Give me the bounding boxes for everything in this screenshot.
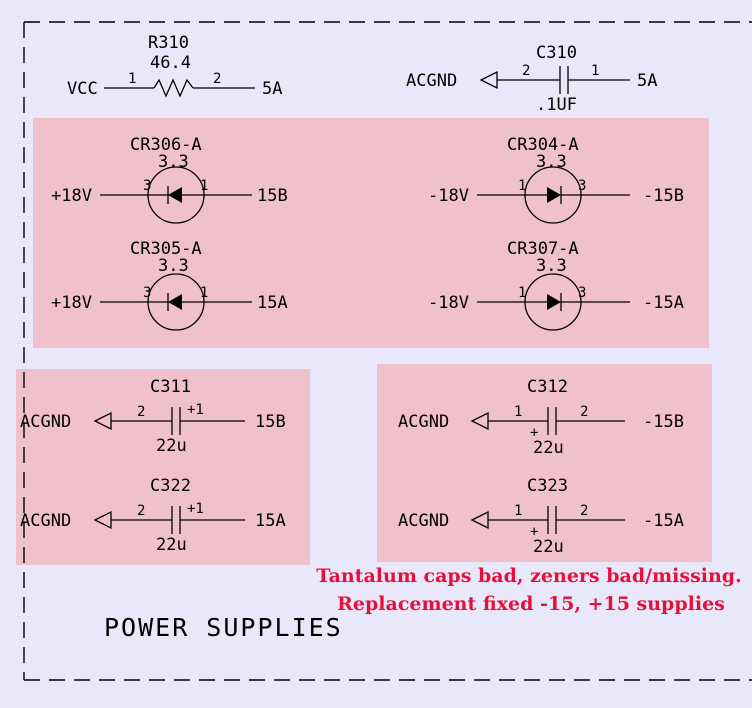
capacitor-c322: C322 ACGND 2 +1 15A 22u xyxy=(20,476,286,555)
r310-value: 46.4 xyxy=(150,53,191,73)
cr305-ref: CR305-A xyxy=(130,239,202,259)
c322-ref: C322 xyxy=(150,476,191,496)
positive-caps-highlight-region xyxy=(16,369,310,565)
c311-value: 22u xyxy=(156,436,187,456)
c310-pin-right: 1 xyxy=(591,63,599,79)
c323-left-net: ACGND xyxy=(398,511,449,531)
negative-caps-highlight-region xyxy=(377,364,712,562)
c312-value: 22u xyxy=(533,438,564,458)
c310-right-net: 5A xyxy=(637,71,657,91)
cr306-pin-left: 3 xyxy=(143,178,151,194)
cr306-pin-right: 1 xyxy=(200,178,208,194)
c310-left-net: ACGND xyxy=(406,71,457,91)
c311-pin-left: 2 xyxy=(137,404,145,420)
zener-cr305: CR305-A 3.3 +18V 3 1 15A xyxy=(51,239,288,331)
c310-pin-left: 2 xyxy=(522,63,530,79)
c323-ref: C323 xyxy=(527,476,568,496)
cr305-pin-left: 3 xyxy=(143,285,151,301)
cr305-left-net: +18V xyxy=(51,293,92,313)
c312-pin-right: 2 xyxy=(580,404,588,420)
c311-left-net: ACGND xyxy=(20,412,71,432)
c310-ground-arrow xyxy=(479,70,498,90)
cr304-right-net: -15B xyxy=(643,186,684,206)
c312-polarity: + xyxy=(530,425,538,441)
cr307-right-net: -15A xyxy=(643,293,684,313)
sheet-title: POWER SUPPLIES xyxy=(104,613,343,642)
zener-cr304: CR304-A 3.3 -18V 1 3 -15B xyxy=(428,135,684,224)
c323-value: 22u xyxy=(533,537,564,557)
c323-pin-right: 2 xyxy=(580,503,588,519)
c311-ref: C311 xyxy=(150,377,191,397)
cr304-pin-left: 1 xyxy=(518,178,526,194)
r310-pin1: 1 xyxy=(128,71,136,87)
zener-highlight-region xyxy=(33,118,709,348)
cr304-ref: CR304-A xyxy=(507,135,579,155)
zener-cr306: CR306-A 3.3 +18V 3 1 15B xyxy=(51,135,288,224)
cr305-pin-right: 1 xyxy=(200,285,208,301)
cr307-ref: CR307-A xyxy=(507,239,579,259)
cr306-ref: CR306-A xyxy=(130,135,202,155)
c311-pin-right: +1 xyxy=(187,402,204,418)
cr304-left-net: -18V xyxy=(428,186,469,206)
cr307-value: 3.3 xyxy=(536,256,567,276)
c322-pin-left: 2 xyxy=(137,503,145,519)
c312-left-net: ACGND xyxy=(398,412,449,432)
annotation-line-2: Replacement fixed -15, +15 supplies xyxy=(337,593,725,615)
cr304-pin-right: 3 xyxy=(578,178,586,194)
c310-value: .1UF xyxy=(536,95,577,115)
c322-value: 22u xyxy=(156,535,187,555)
cr307-pin-left: 1 xyxy=(518,285,526,301)
cr305-right-net: 15A xyxy=(257,293,288,313)
zener-cr307: CR307-A 3.3 -18V 1 3 -15A xyxy=(428,239,684,331)
c323-right-net: -15A xyxy=(643,511,684,531)
r310-ref: R310 xyxy=(148,33,189,53)
r310-left-net: VCC xyxy=(67,79,98,99)
c311-right-net: 15B xyxy=(255,412,286,432)
cr306-right-net: 15B xyxy=(257,186,288,206)
c312-pin-left: 1 xyxy=(514,404,522,420)
cr306-left-net: +18V xyxy=(51,186,92,206)
c322-right-net: 15A xyxy=(255,511,286,531)
sheet-border xyxy=(23,21,752,681)
c322-pin-right: +1 xyxy=(187,501,204,517)
capacitor-c323: C323 ACGND 1 2 + -15A 22u xyxy=(398,476,684,557)
c310-ref: C310 xyxy=(536,43,577,63)
capacitor-c312: C312 ACGND 1 2 + -15B 22u xyxy=(398,377,684,458)
resistor-r310: R310 46.4 VCC 1 2 5A xyxy=(67,33,282,99)
capacitor-c310: C310 ACGND 2 1 5A .1UF xyxy=(406,43,657,115)
cr305-value: 3.3 xyxy=(158,256,189,276)
c322-left-net: ACGND xyxy=(20,511,71,531)
cr307-left-net: -18V xyxy=(428,293,469,313)
c312-right-net: -15B xyxy=(643,412,684,432)
c323-pin-left: 1 xyxy=(514,503,522,519)
cr307-pin-right: 3 xyxy=(578,285,586,301)
c312-ref: C312 xyxy=(527,377,568,397)
cr306-value: 3.3 xyxy=(158,152,189,172)
annotation-line-1: Tantalum caps bad, zeners bad/missing. xyxy=(316,565,741,587)
capacitor-c311: C311 ACGND 2 +1 15B 22u xyxy=(20,377,286,456)
c323-polarity: + xyxy=(530,524,538,540)
r310-pin2: 2 xyxy=(213,71,221,87)
r310-right-net: 5A xyxy=(262,79,282,99)
